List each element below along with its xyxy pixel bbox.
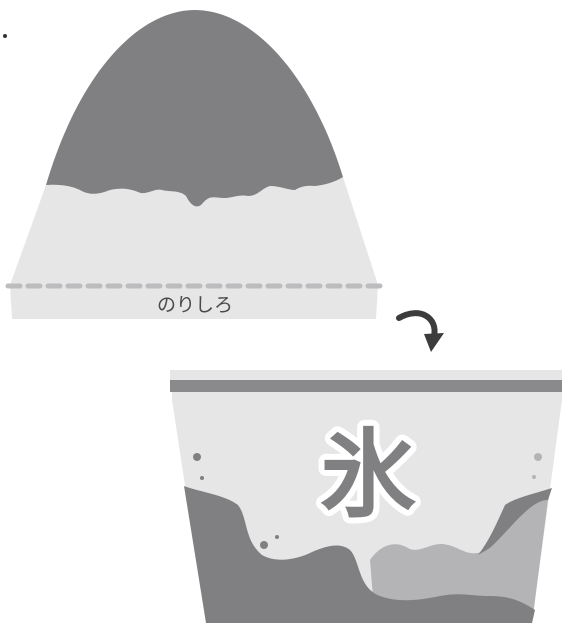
speckle-dot (193, 453, 201, 461)
template-dark-top (46, 10, 343, 207)
cup-mid-hill (370, 500, 548, 623)
corner-dot (3, 34, 7, 38)
cup-rim-light (170, 370, 562, 380)
glue-tab-label: のりしろ (157, 294, 233, 316)
speckle-dot (534, 453, 542, 461)
speckle-dot (275, 535, 279, 539)
speckle-dot (260, 541, 268, 549)
speckle-dot (466, 541, 474, 549)
cup-kanji: 氷 (320, 418, 417, 531)
template-piece: のりしろ (5, 10, 385, 319)
speckle-dot (532, 475, 536, 479)
cup-rim-stripe (170, 380, 562, 392)
cup-dark-right-slope (478, 488, 552, 555)
speckle-dot (457, 535, 461, 539)
template-light-body (10, 177, 378, 319)
cup-dark-ground (184, 486, 535, 623)
cup-kanji-outline: 氷 (320, 418, 417, 531)
speckle-dot (200, 476, 204, 480)
assembled-cup: 氷 氷 (170, 370, 562, 623)
curved-arrow-icon (396, 310, 444, 352)
